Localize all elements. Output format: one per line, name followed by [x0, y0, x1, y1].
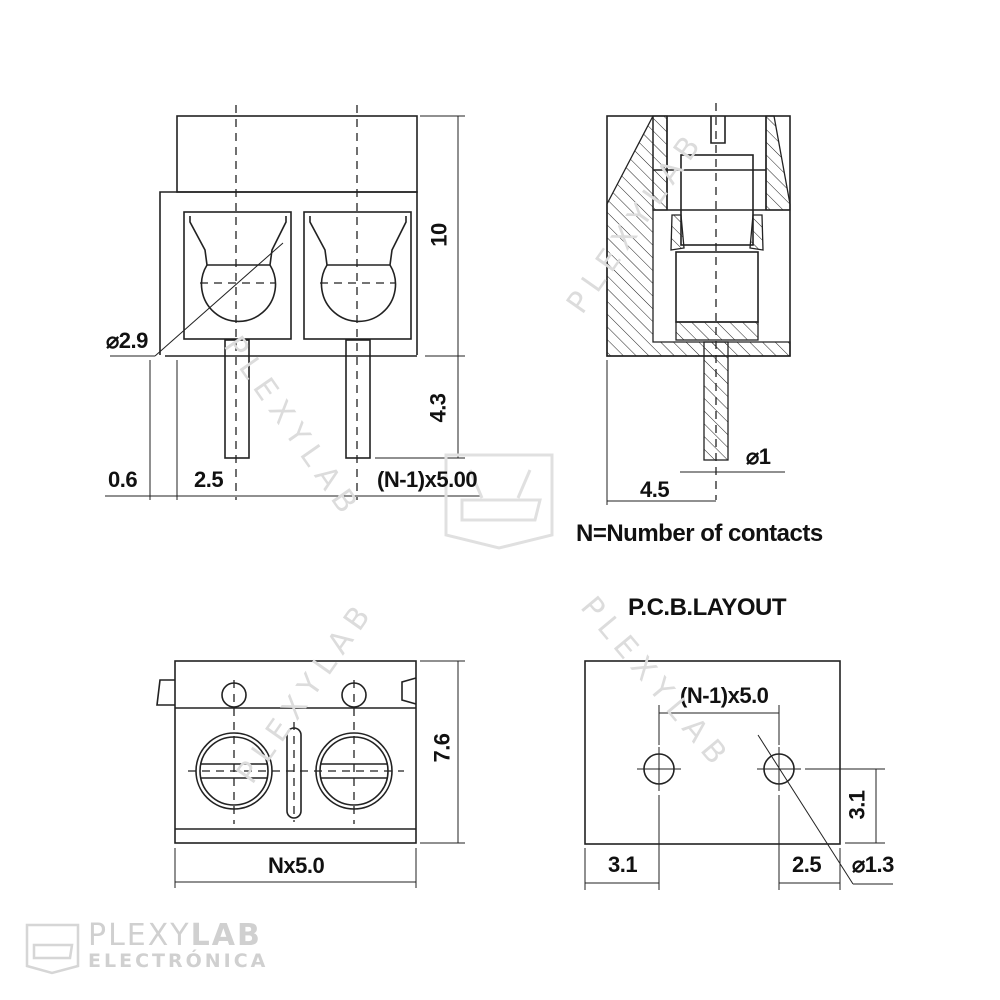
pcb-dim-pitch: (N-1)x5.0 — [680, 683, 769, 708]
dim-body-height: 10 — [426, 223, 452, 247]
brand-name-bold: LAB — [190, 918, 262, 953]
dim-pin-length: 4.3 — [425, 393, 451, 423]
note-n-contacts: N=Number of contacts — [576, 520, 823, 547]
watermark-logo-icon — [444, 453, 554, 550]
dim-wire-hole-diameter: ⌀2.9 — [106, 328, 148, 353]
top-view — [156, 660, 465, 888]
dim-pin-offset: 4.5 — [640, 477, 670, 502]
pcb-layout-title: P.C.B.LAYOUT — [628, 594, 787, 621]
pcb-dim-hole-left: 3.1 — [608, 852, 638, 877]
brand-logo-icon — [25, 923, 80, 975]
brand-tagline: ELECTRÓNICA — [88, 950, 269, 972]
pcb-dim-hole-right: 2.5 — [792, 852, 822, 877]
pcb-dim-hole-edge-y: 3.1 — [844, 790, 870, 820]
pcb-dim-hole-diameter: ⌀1.3 — [852, 852, 894, 877]
brand-name-light: PLEXY — [88, 918, 191, 953]
dim-width: Nx5.0 — [268, 853, 325, 878]
side-section-view — [606, 103, 791, 505]
dim-half-pitch: 2.5 — [194, 467, 224, 492]
dim-pitch: (N-1)x5.00 — [377, 467, 478, 492]
pcb-layout-view — [584, 660, 893, 890]
dim-depth: 7.6 — [429, 733, 455, 763]
dim-offset: 0.6 — [108, 467, 138, 492]
dim-pin-diameter: ⌀1 — [746, 444, 771, 469]
brand-name: PLEXYLAB — [88, 918, 262, 953]
front-view — [105, 105, 480, 500]
